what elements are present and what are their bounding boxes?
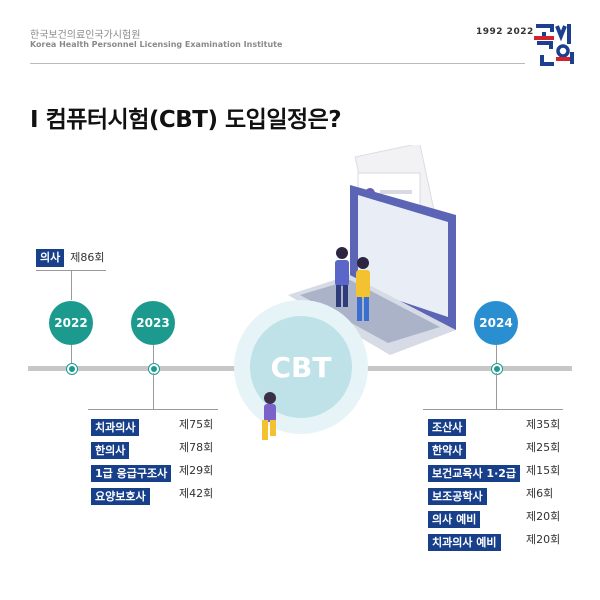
list-item: 한의사 [91,439,130,459]
list-item: 치과의사 예비 [428,531,501,551]
exam-tag: 보건교육사 1·2급 [428,465,521,482]
exam-tag: 치과의사 예비 [428,534,501,551]
exam-tag: 한약사 [428,442,467,459]
page-title: I 컴퓨터시험(CBT) 도입일정은? [30,107,342,133]
exam-round: 제20회 [526,510,561,523]
exam-round: 제35회 [526,418,561,431]
year-label: 2024 [479,316,513,330]
connector-2022-lower [71,345,72,365]
timeline-dot-2022 [67,364,77,374]
list-item: 요양보호사 [91,485,150,505]
exam-tag: 의사 [36,249,65,267]
connector-2024-upper [496,345,497,365]
timeline-dot-2023 [149,364,159,374]
list-item: 치과의사 [91,416,140,436]
list-item: 1급 응급구조사 [91,462,172,482]
connector-2022-v [71,270,72,300]
exam-round: 제42회 [179,487,214,500]
exam-round: 제15회 [526,464,561,477]
exam-tag: 의사 예비 [428,511,481,528]
row-2022-0: 의사 제86회 [36,249,105,267]
timeline-dot-2024 [492,364,502,374]
exam-tag: 한의사 [91,442,130,459]
connector-2023-lower [153,373,154,409]
kuksiwon-logo-icon [534,24,574,66]
org-name-korean: 한국보건의료인국가시험원 [30,30,141,41]
connector-2023-h [88,409,218,410]
org-name-english: Korea Health Personnel Licensing Examina… [30,40,283,49]
exam-round: 제20회 [526,533,561,546]
year-circle-2022: 2022 [49,301,93,345]
exam-round: 제86회 [70,251,105,264]
exam-tag: 요양보호사 [91,488,150,505]
anniversary-years: 1992 2022 [476,27,534,37]
exam-tag: 조산사 [428,419,467,436]
year-label: 2022 [54,316,88,330]
exam-tag: 치과의사 [91,419,140,436]
list-item: 조산사 [428,416,467,436]
sitting-person-icon [262,392,276,440]
exam-round: 제78회 [179,441,214,454]
year-circle-2024: 2024 [474,301,518,345]
laptop-illustration-icon [288,145,456,355]
list-item: 보건교육사 1·2급 [428,462,521,482]
cbt-label: CBT [270,350,332,384]
connector-2024-lower [496,373,497,409]
exam-round: 제25회 [526,441,561,454]
year-label: 2023 [136,316,170,330]
list-item: 한약사 [428,439,467,459]
header-divider [30,63,525,64]
exam-tag: 1급 응급구조사 [91,465,172,482]
list-item: 보조공학사 [428,485,487,505]
exam-round: 제75회 [179,418,214,431]
list-item: 의사 예비 [428,508,481,528]
connector-2024-h [423,409,563,410]
exam-round: 제29회 [179,464,214,477]
exam-tag: 보조공학사 [428,488,487,505]
connector-2023-upper [153,345,154,365]
exam-round: 제6회 [526,487,554,500]
year-circle-2023: 2023 [131,301,175,345]
